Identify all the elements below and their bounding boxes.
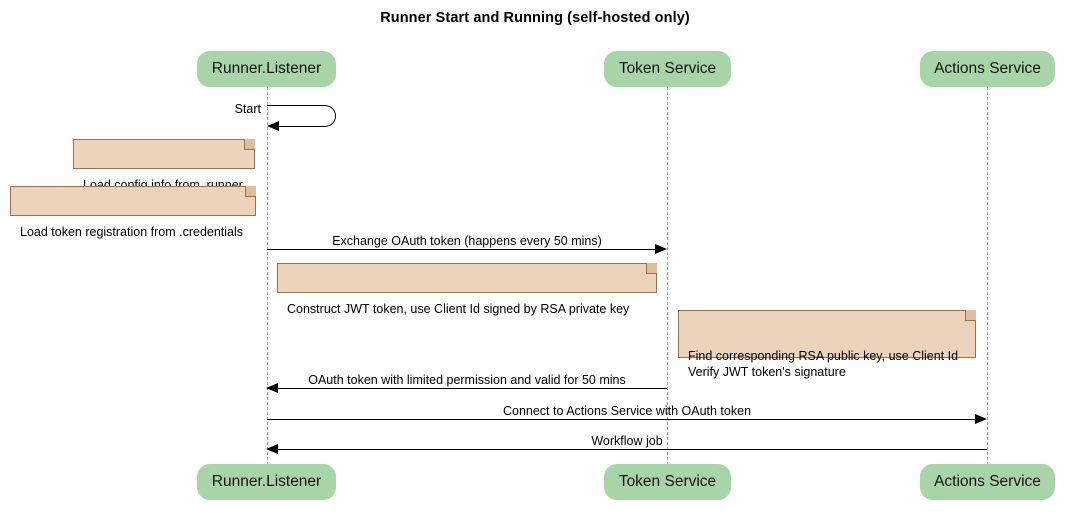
participant-token-top[interactable]: Token Service xyxy=(604,51,731,87)
arrowhead-oauth-return xyxy=(266,383,278,393)
arrowhead-start xyxy=(267,121,279,131)
note-load-token: Load token registration from .credential… xyxy=(10,186,256,239)
note-construct-jwt: Construct JWT token, use Client Id signe… xyxy=(277,263,657,316)
message-label-exchange-oauth: Exchange OAuth token (happens every 50 m… xyxy=(332,234,602,248)
message-label-start: Start xyxy=(234,102,261,116)
message-line-oauth-return xyxy=(277,388,667,389)
arrowhead-exchange-oauth xyxy=(655,244,667,254)
note-text: Construct JWT token, use Client Id signe… xyxy=(287,302,630,316)
participant-runner-top[interactable]: Runner.Listener xyxy=(197,51,336,87)
message-line-exchange-oauth xyxy=(267,249,657,250)
note-fold-icon xyxy=(646,263,657,274)
note-verify-jwt: Find corresponding RSA public key, use C… xyxy=(678,310,976,379)
lifeline-runner xyxy=(267,87,268,465)
participant-label: Runner.Listener xyxy=(211,473,322,490)
note-text: Load token registration from .credential… xyxy=(20,225,244,239)
note-fold-icon xyxy=(244,139,255,150)
message-line-workflow-job xyxy=(277,449,987,450)
participant-actions-top[interactable]: Actions Service xyxy=(920,51,1055,87)
arrowhead-workflow-job xyxy=(266,444,278,454)
note-fold-icon xyxy=(245,186,256,197)
message-label-workflow-job: Workflow job xyxy=(591,434,663,448)
message-start-selfloop xyxy=(267,105,337,131)
participant-label: Actions Service xyxy=(934,473,1041,490)
note-fold-icon xyxy=(965,310,976,321)
note-text: Find corresponding RSA public key, use C… xyxy=(688,349,959,379)
message-label-connect-actions: Connect to Actions Service with OAuth to… xyxy=(502,404,752,418)
participant-label: Actions Service xyxy=(934,60,1041,77)
arrowhead-connect-actions xyxy=(975,414,987,424)
page-title: Runner Start and Running (self-hosted on… xyxy=(380,10,690,26)
lifeline-actions xyxy=(987,87,988,465)
lifeline-token xyxy=(667,87,668,465)
note-load-config: Load config info from .runner xyxy=(73,139,255,192)
participant-label: Token Service xyxy=(618,473,717,490)
participant-label: Token Service xyxy=(618,60,717,77)
message-label-oauth-return: OAuth token with limited permission and … xyxy=(308,373,626,387)
participant-label: Runner.Listener xyxy=(211,60,322,77)
participant-actions-bottom[interactable]: Actions Service xyxy=(920,464,1055,500)
participant-token-bottom[interactable]: Token Service xyxy=(604,464,731,500)
participant-runner-bottom[interactable]: Runner.Listener xyxy=(197,464,336,500)
message-line-connect-actions xyxy=(267,419,977,420)
